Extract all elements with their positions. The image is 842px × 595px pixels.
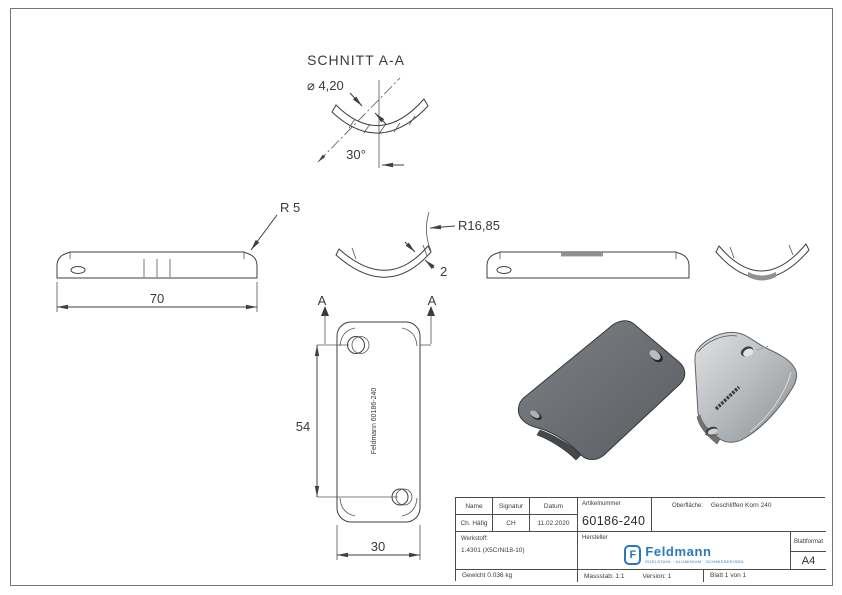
arc-radius-dim: R16,85 <box>458 218 500 233</box>
format-label: Blattformat <box>791 532 826 552</box>
render-plate-light <box>694 331 797 445</box>
weight-cell: Gewicht 0.036 kg <box>456 570 578 582</box>
manufacturer-cell: Hersteller F Feldmann EDELSTAHL · ALUMIN… <box>578 532 791 570</box>
signature-value: CH <box>493 515 530 532</box>
hole-axis-centerline <box>317 77 401 163</box>
section-view-title: SCHNITT A-A <box>307 52 405 68</box>
signature-label: Signatur <box>493 498 530 515</box>
date-value: 11.02.2020 <box>530 515 578 532</box>
render-plate-dark <box>517 320 686 461</box>
hole-spacing-dim: 54 <box>296 419 310 434</box>
side-view-right <box>486 251 690 279</box>
slot-hole-edge <box>70 266 86 274</box>
plate-outline <box>336 321 421 523</box>
hole-angle-dim: 30° <box>346 147 366 162</box>
article-cell: Artikelnummer 60186-240 <box>578 498 652 532</box>
article-number: 60186-240 <box>582 514 646 528</box>
etched-marking <box>714 385 741 411</box>
marking-band <box>561 252 603 257</box>
version-value: Version: 1 <box>642 572 672 580</box>
length-dim: 70 <box>150 291 164 306</box>
curved-view-right <box>715 243 810 281</box>
surface-value: Geschliffen Korn 240 <box>710 502 772 509</box>
feldmann-logo-tagline: EDELSTAHL · ALUMINIUM · SCHMIEDEEISEN <box>645 559 744 564</box>
width-dim: 30 <box>371 539 385 554</box>
section-view-a-a: SCHNITT A-A ⌀ 4,20 30° <box>307 52 429 168</box>
scale-cell: Massstab: 1:1 Version: 1 <box>578 570 704 582</box>
manufacturer-label: Hersteller <box>582 535 608 541</box>
marking-band <box>748 272 776 281</box>
surface-label: Oberfläche: <box>672 503 704 509</box>
section-arrow-left <box>321 306 329 316</box>
title-block: Name Signatur Datum Ch. Häfig CH 11.02.2… <box>455 497 826 582</box>
feldmann-logo-icon: F <box>624 545 642 565</box>
slot-hole-edge <box>496 266 512 274</box>
thickness-dim: 2 <box>440 264 447 279</box>
scale-value: Massstab: 1:1 <box>584 572 625 580</box>
sheet-border <box>10 8 833 586</box>
name-label: Name <box>456 498 493 515</box>
sheet-cell: Blatt 1 von 1 <box>704 570 826 582</box>
side-view-left: 70 R 5 <box>56 200 300 312</box>
format-value: A4 <box>791 552 826 570</box>
name-value: Ch. Häfig <box>456 515 493 532</box>
date-label: Datum <box>530 498 578 515</box>
material-cell: Werkstoff: 1.4301 (X5CrNi18-10) <box>456 532 578 570</box>
article-label: Artikelnummer <box>582 501 621 507</box>
section-label-left: A <box>318 293 327 308</box>
section-label-right: A <box>428 293 437 308</box>
surface-cell: Oberfläche: Geschliffen Korn 240 <box>652 498 826 532</box>
feldmann-logo-text: Feldmann <box>645 544 712 559</box>
front-view: A A Feldmann 60186-240 54 30 <box>296 293 437 560</box>
marking-ticks <box>143 259 171 277</box>
material-label: Werkstoff: <box>461 536 488 542</box>
part-marking-text: Feldmann 60186-240 <box>371 388 378 455</box>
feldmann-logo: F Feldmann EDELSTAHL · ALUMINIUM · SCHMI… <box>578 545 790 565</box>
hole-diameter-dim: ⌀ 4,20 <box>307 78 344 93</box>
material-value: 1.4301 (X5CrNi18-10) <box>461 547 525 554</box>
section-arrow-right <box>427 306 435 316</box>
corner-radius-dim: R 5 <box>280 200 300 215</box>
curved-view-middle: R16,85 2 <box>335 211 500 279</box>
